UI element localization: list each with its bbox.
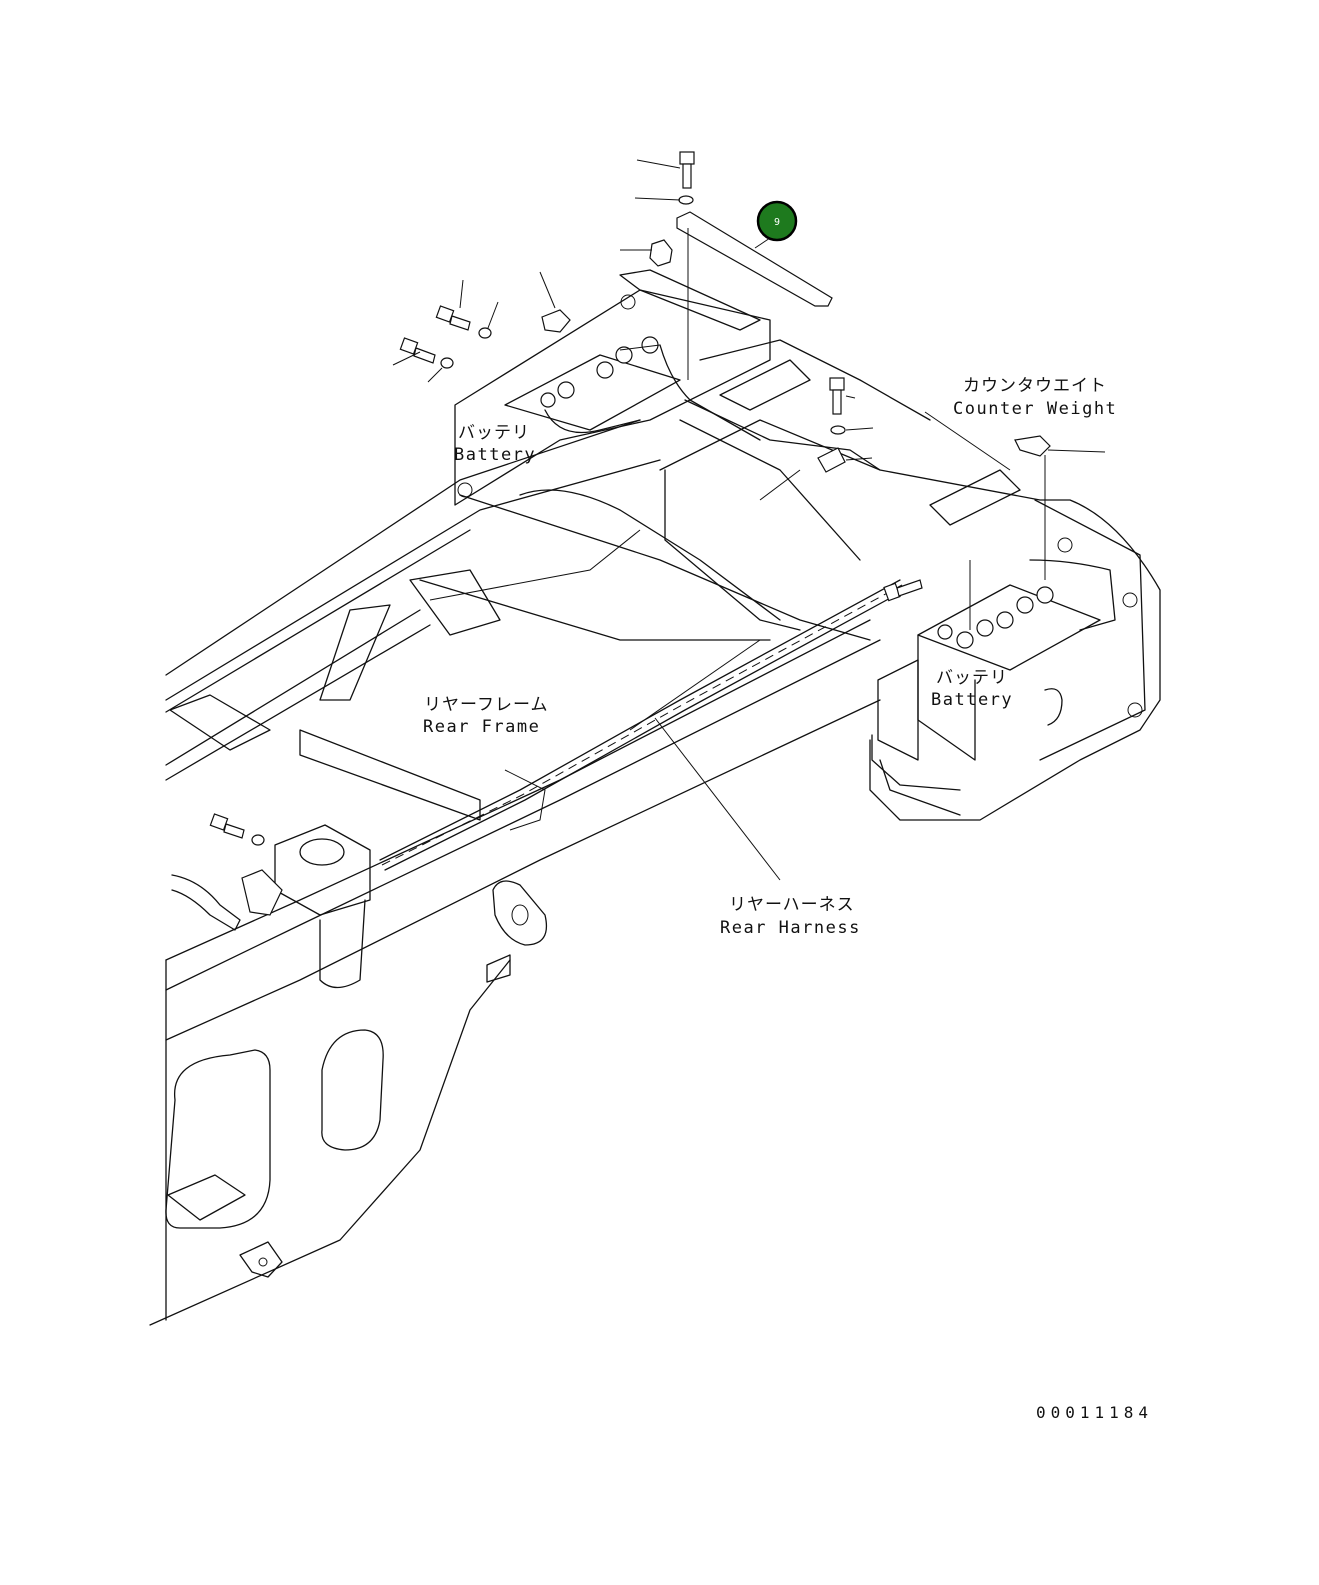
connector-lower-left — [241, 869, 283, 916]
label-battery-left-jp: バッテリ — [458, 423, 530, 443]
clamp-right — [1014, 435, 1051, 457]
label-battery-left: バッテリ Battery — [454, 423, 536, 465]
label-counter-weight-en: Counter Weight — [953, 399, 1117, 419]
washer-right — [830, 425, 846, 435]
label-battery-right: バッテリ Battery — [931, 668, 1013, 710]
bolt-top — [679, 151, 695, 189]
bolt-frame — [883, 579, 923, 602]
bolt-left-1 — [435, 305, 471, 331]
rear-harness-drawing — [379, 489, 906, 871]
counter-weight-drawing — [659, 339, 1161, 821]
label-rear-frame-jp: リヤーフレーム — [424, 695, 548, 715]
rear-frame-drawing — [149, 419, 881, 1326]
bolt-left-2 — [399, 337, 436, 364]
label-counter-weight-jp: カウンタウエイト — [963, 376, 1107, 396]
washer-top — [678, 195, 694, 205]
clip-right — [817, 447, 846, 473]
label-rear-frame: リヤーフレーム Rear Frame — [423, 695, 548, 737]
label-rear-harness-jp: リヤーハーネス — [729, 895, 855, 915]
right-battery-drawing — [871, 559, 1116, 816]
label-rear-frame-en: Rear Frame — [423, 717, 540, 737]
washer-left-2 — [440, 357, 454, 369]
leader-lines — [392, 159, 1106, 881]
label-battery-left-en: Battery — [454, 445, 536, 465]
plate-bracket — [676, 211, 833, 307]
label-battery-right-jp: バッテリ — [936, 668, 1008, 688]
callout-9[interactable]: 9 — [756, 200, 798, 242]
left-battery-box-drawing — [454, 269, 881, 506]
label-battery-right-en: Battery — [931, 690, 1013, 710]
callout-number[interactable]: 9 — [774, 217, 780, 228]
washer-left-1 — [478, 327, 492, 339]
callout-circle[interactable] — [756, 200, 798, 242]
label-rear-harness: リヤーハーネス Rear Harness — [720, 895, 861, 938]
label-counter-weight: カウンタウエイト Counter Weight — [953, 376, 1117, 419]
clamp-left — [541, 309, 571, 333]
washer-lower-left — [251, 834, 265, 846]
diagram-number: 00011184 — [1036, 1403, 1154, 1422]
clamp-top — [649, 239, 673, 267]
label-rear-harness-en: Rear Harness — [720, 918, 861, 938]
bolt-right — [829, 377, 845, 415]
bolt-lower-left — [209, 813, 245, 839]
